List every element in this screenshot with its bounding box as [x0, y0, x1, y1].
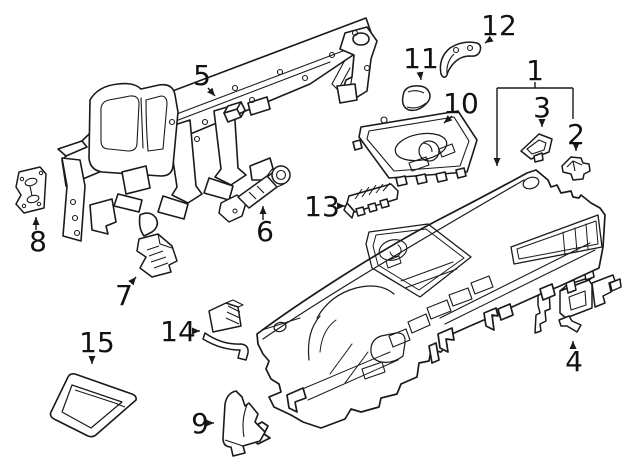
- part-14-lever-drawing: [203, 300, 248, 360]
- callout-5[interactable]: 5: [193, 59, 216, 97]
- part-4-mount-bracket-drawing: [535, 267, 621, 333]
- callout-12-label[interactable]: 12: [481, 9, 517, 42]
- callout-1-label[interactable]: 1: [526, 54, 544, 87]
- part-3-clip-drawing: [521, 134, 552, 162]
- callout-7[interactable]: 7: [115, 276, 137, 312]
- callout-7-label[interactable]: 7: [115, 279, 133, 312]
- callout-9[interactable]: 9: [191, 407, 214, 440]
- callout-15[interactable]: 15: [79, 326, 115, 364]
- part-2-clip-drawing: [562, 157, 590, 180]
- callout-8[interactable]: 8: [29, 217, 47, 258]
- part-9-end-cap-drawing: [223, 391, 265, 456]
- callout-11[interactable]: 11: [403, 42, 439, 81]
- callout-15-label[interactable]: 15: [79, 326, 115, 359]
- part-12-end-bracket-drawing: [440, 42, 480, 77]
- callout-10-label[interactable]: 10: [443, 87, 479, 120]
- part-11-cover-drawing: [403, 86, 430, 111]
- callout-1[interactable]: 1: [493, 54, 574, 166]
- part-8-bracket-drawing: [16, 167, 46, 213]
- callout-2[interactable]: 2: [567, 118, 585, 151]
- callout-8-label[interactable]: 8: [29, 225, 47, 258]
- callout-13-label[interactable]: 13: [304, 190, 340, 223]
- part-10-speaker-panel-drawing: [353, 111, 477, 186]
- callout-11-label[interactable]: 11: [403, 42, 439, 75]
- callout-12[interactable]: 12: [481, 9, 517, 44]
- part-13-grille-strip-drawing: [344, 183, 398, 218]
- callout-6[interactable]: 6: [256, 206, 274, 248]
- callout-2-label[interactable]: 2: [567, 118, 585, 151]
- callout-10[interactable]: 10: [443, 87, 479, 124]
- part-5-crossbeam-drawing: [58, 18, 377, 241]
- callout-4[interactable]: 4: [565, 341, 583, 378]
- part-6-support-bracket-drawing: [219, 166, 290, 222]
- callout-14[interactable]: 14: [160, 315, 200, 348]
- callout-13[interactable]: 13: [304, 190, 345, 223]
- callout-5-label[interactable]: 5: [193, 59, 211, 92]
- callout-14-label[interactable]: 14: [160, 315, 196, 348]
- callouts-layer: 1 2 3 4 5 6 7 8: [29, 9, 585, 440]
- callout-9-label[interactable]: 9: [191, 407, 209, 440]
- callout-4-label[interactable]: 4: [565, 345, 583, 378]
- callout-3-label[interactable]: 3: [533, 91, 551, 124]
- callout-3[interactable]: 3: [533, 91, 551, 127]
- callout-6-label[interactable]: 6: [256, 215, 274, 248]
- part-15-bezel-drawing: [50, 374, 136, 437]
- part-7-bracket-drawing: [137, 234, 177, 277]
